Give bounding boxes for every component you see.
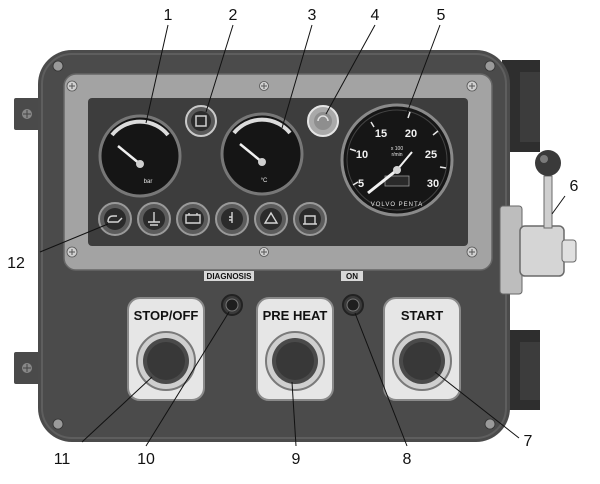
stop-off-label: STOP/OFF: [134, 308, 199, 323]
tachometer: 5 10 15 20 25 30 x 100 r/min VOLVO PENTA: [340, 103, 454, 217]
tacho-multiplier: x 100: [391, 146, 403, 152]
tacho-brand: VOLVO PENTA: [371, 202, 423, 208]
callout-1: 1: [163, 7, 173, 24]
callout-8: 8: [402, 451, 412, 468]
glow-indicator-lamp: [307, 105, 339, 137]
on-label: ON: [346, 272, 358, 281]
callout-10: 10: [137, 451, 155, 468]
tacho-tick-5: 5: [358, 178, 364, 190]
callout-6: 6: [569, 178, 579, 195]
coolant-level-lamp-icon: [148, 212, 160, 226]
housing-screws: [52, 60, 496, 430]
tacho-tick-15: 15: [375, 128, 387, 140]
callout-7: 7: [523, 433, 533, 450]
oil-pressure-lamp: [98, 202, 132, 236]
diagnosis-label: DIAGNOSIS: [207, 272, 253, 281]
coolant-temperature-gauge: °C: [220, 112, 304, 196]
alarm-lamp-icon: [263, 211, 279, 224]
tacho-tick-20: 20: [405, 128, 417, 140]
oil-pressure-lamp-icon: [107, 215, 123, 223]
callout-11: 11: [53, 451, 71, 468]
warning-lamp-row: [98, 202, 327, 236]
oil-gauge-unit: bar: [144, 179, 153, 185]
start-button[interactable]: START: [383, 297, 461, 401]
callout-5: 5: [436, 7, 446, 24]
battery-charge-lamp-icon: [185, 213, 201, 224]
battery-charge-lamp: [176, 202, 210, 236]
callout-2: 2: [228, 7, 238, 24]
on-indicator: ON: [341, 271, 364, 316]
frame-screws: [66, 80, 478, 258]
left-mounting-bracket: [14, 98, 44, 384]
oil-pressure-gauge: bar: [98, 114, 182, 198]
coolant-temperature-lamp: [215, 202, 249, 236]
stop-off-button[interactable]: STOP/OFF: [127, 297, 205, 401]
water-in-fuel-lamp: [293, 202, 327, 236]
callout-3: 3: [307, 7, 317, 24]
callout-leader-lines: [39, 24, 566, 447]
callout-12: 12: [7, 255, 25, 272]
alarm-lamp: [254, 202, 288, 236]
callout-9: 9: [291, 451, 301, 468]
coolant-level-lamp: [137, 202, 171, 236]
temp-gauge-unit: °C: [261, 178, 268, 184]
coolant-temperature-lamp-icon: [229, 212, 233, 223]
preheat-indicator-lamp: [185, 105, 217, 137]
start-label: START: [401, 308, 443, 323]
throttle-lever[interactable]: [499, 150, 577, 295]
tacho-tick-10: 10: [356, 149, 368, 161]
diagnosis-indicator: DIAGNOSIS: [204, 271, 254, 316]
callout-4: 4: [370, 7, 380, 24]
water-in-fuel-lamp-icon: [303, 215, 317, 225]
preheat-label: PRE HEAT: [263, 308, 328, 323]
tacho-tick-25: 25: [425, 149, 437, 161]
tacho-unit: r/min: [391, 152, 402, 158]
tacho-tick-30: 30: [427, 178, 439, 190]
preheat-button[interactable]: PRE HEAT: [256, 297, 334, 401]
